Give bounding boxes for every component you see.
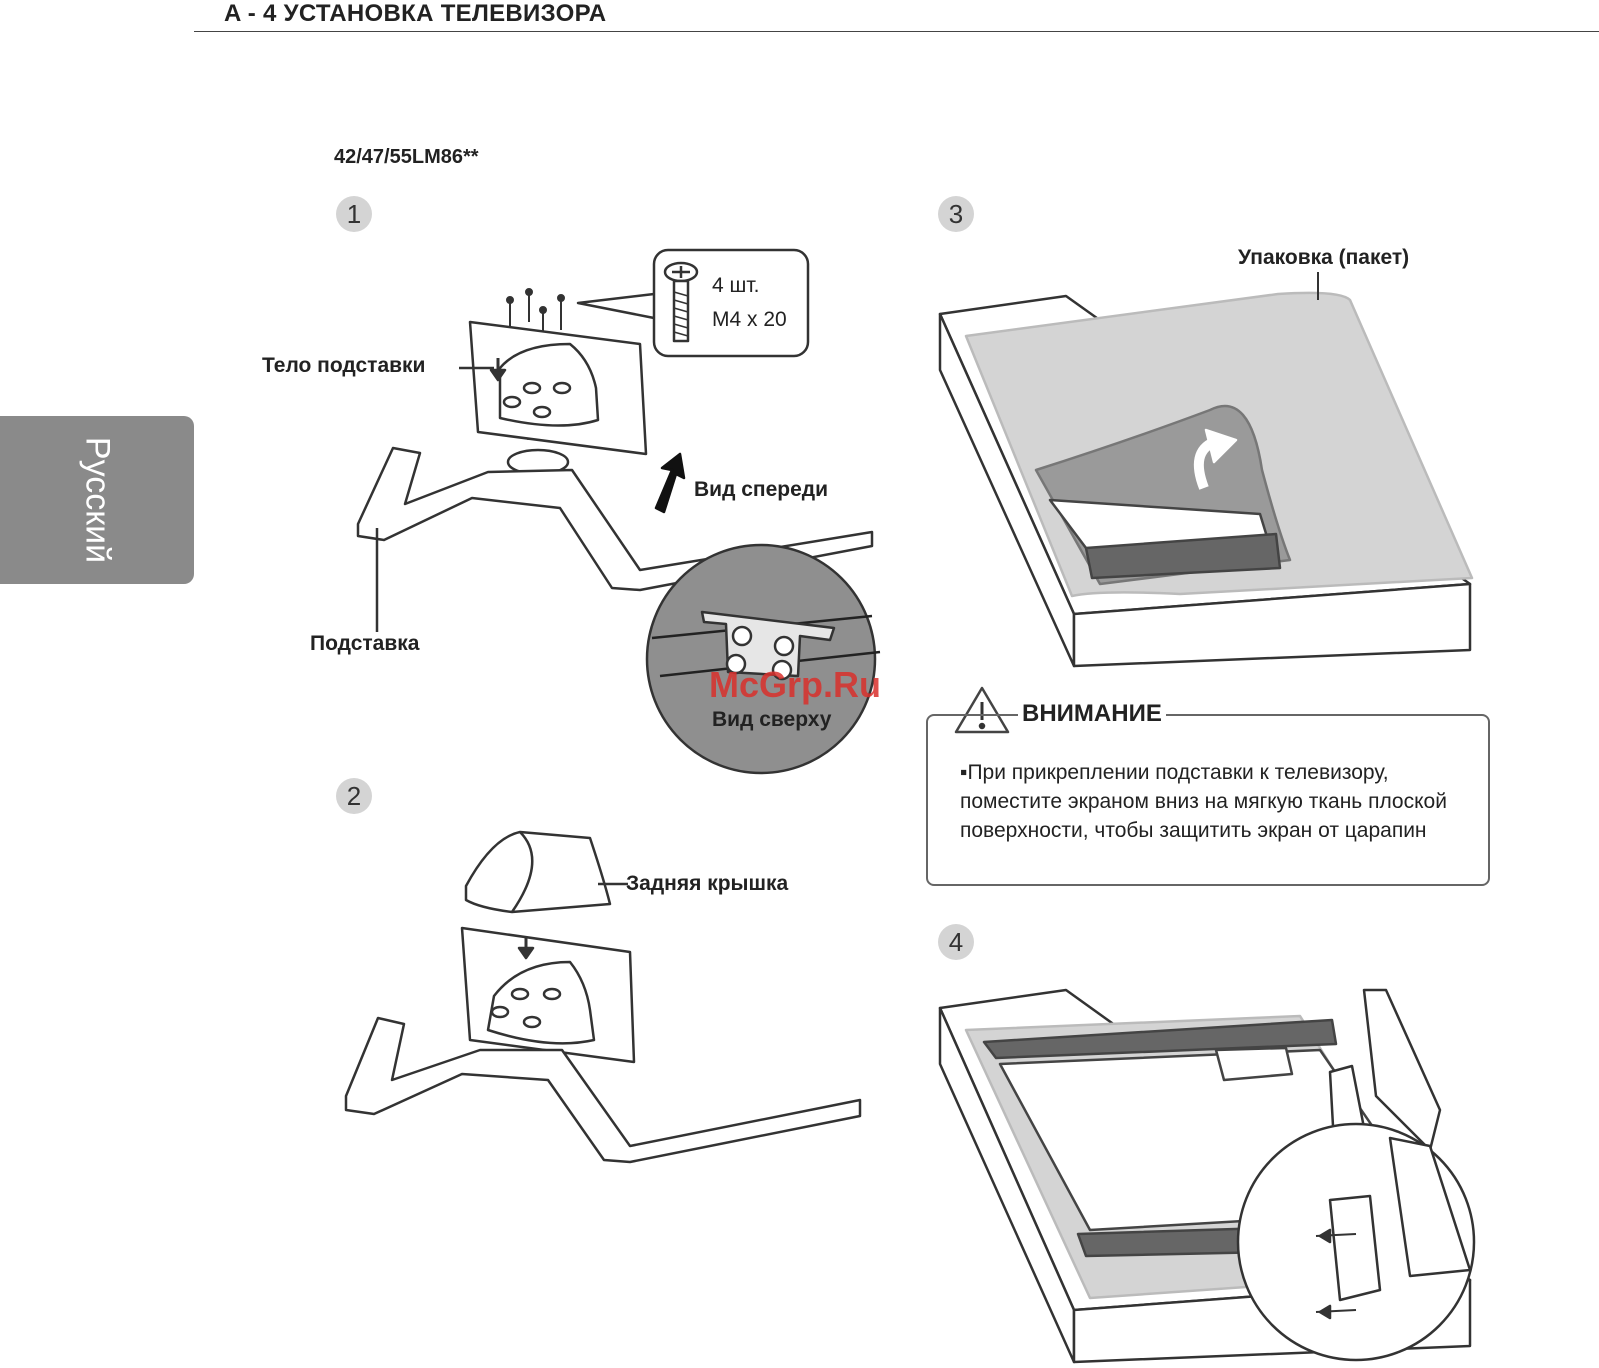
stand-body-label: Тело подставки — [262, 354, 426, 377]
watermark: McGrp.Ru — [709, 664, 882, 705]
page-title: A - 4 УСТАНОВКА ТЕЛЕВИЗОРА — [224, 0, 607, 27]
front-view-label: Вид спереди — [694, 478, 829, 501]
caution-text: ▪При прикреплении подставки к телевизору… — [960, 761, 1447, 842]
back-cover-label: Задняя крышка — [626, 872, 789, 895]
caution-box — [926, 714, 1490, 886]
warning-triangle-icon — [954, 686, 1010, 734]
step-number-1: 1 — [336, 196, 372, 232]
caution-title: ВНИМАНИЕ — [1018, 700, 1166, 728]
language-tab: Русский — [0, 416, 194, 584]
screw-count-label: 4 шт. — [712, 274, 760, 297]
stand-label: Подставка — [310, 632, 420, 655]
packaging-label: Упаковка (пакет) — [1238, 246, 1410, 269]
model-number: 42/47/55LM86** — [334, 146, 479, 168]
step1-illustration — [356, 248, 881, 775]
screw-size-label: M4 x 20 — [712, 308, 787, 331]
step2-illustration — [344, 830, 862, 1164]
step-number-2: 2 — [336, 778, 372, 814]
step-number-3: 3 — [938, 196, 974, 232]
step-number-4: 4 — [938, 924, 974, 960]
top-view-label: Вид сверху — [712, 708, 832, 731]
step4-illustration — [938, 988, 1476, 1364]
screw-icon — [663, 261, 699, 343]
header-divider — [194, 31, 1599, 32]
step3-illustration — [938, 272, 1474, 668]
